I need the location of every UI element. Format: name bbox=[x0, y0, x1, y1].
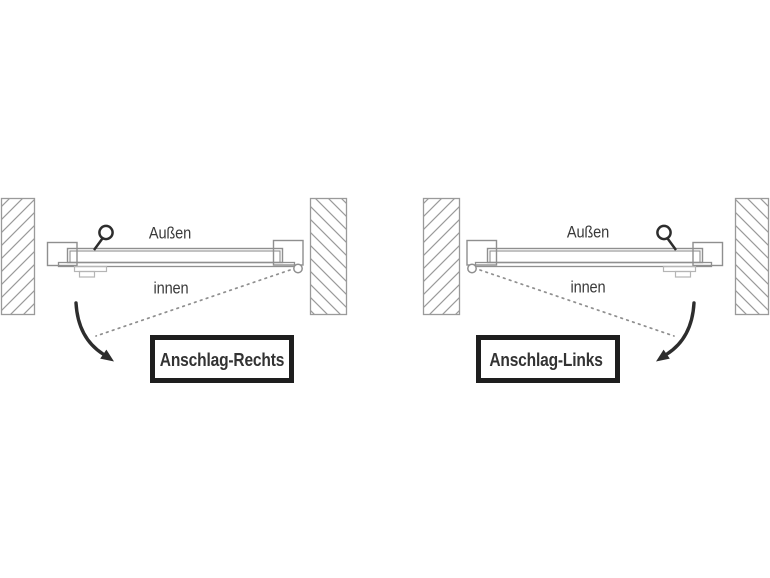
outside-label-left: Außen bbox=[148, 223, 192, 243]
inside-label-right: innen bbox=[570, 277, 606, 297]
hinge-label-rechts: Anschlag-Rechts bbox=[159, 348, 285, 370]
hinge-label-links: Anschlag-Links bbox=[489, 348, 603, 370]
outside-label-right: Außen bbox=[566, 222, 610, 242]
inside-label-left: innen bbox=[153, 278, 189, 298]
